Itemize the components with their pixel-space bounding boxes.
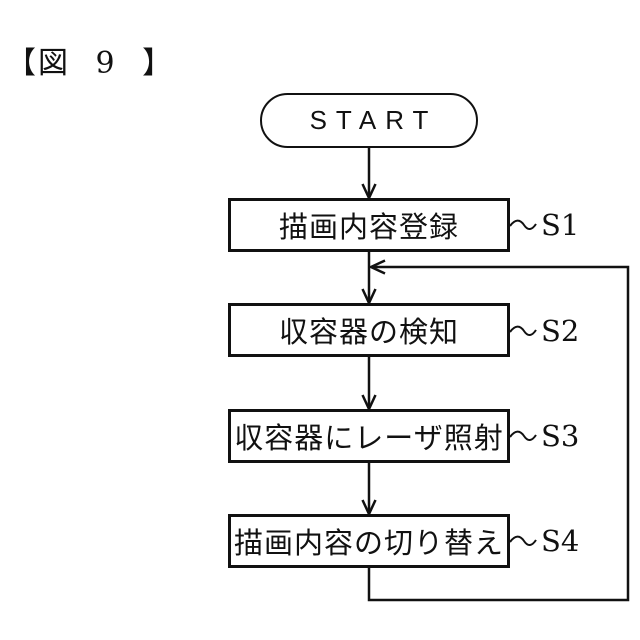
tilde-connector-icon xyxy=(509,325,537,336)
tilde-connector-icon xyxy=(509,535,537,546)
step-id-s3: S3 xyxy=(541,418,580,453)
step-label-s1: S1 xyxy=(509,209,579,241)
step-text-s1: 描画内容登録 xyxy=(278,212,459,244)
tilde-connector-icon xyxy=(509,219,537,230)
arrowhead-s2-to-s3 xyxy=(361,394,377,412)
step-text-s3: 収容器にレーザ照射 xyxy=(234,423,504,455)
step-box-s4: 描画内容の切り替え xyxy=(228,514,510,568)
step-label-s3: S3 xyxy=(509,420,579,452)
step-box-s1: 描画内容登録 xyxy=(228,198,510,252)
step-id-s4: S4 xyxy=(541,523,580,558)
step-text-s2: 収容器の検知 xyxy=(278,317,459,349)
step-label-s2: S2 xyxy=(509,315,579,347)
arrowhead-start-to-s1 xyxy=(361,183,377,201)
arrowhead-s3-to-s4 xyxy=(361,499,377,517)
start-label: START xyxy=(309,105,438,135)
step-text-s4: 描画内容の切り替え xyxy=(233,528,504,560)
step-box-s3: 収容器にレーザ照射 xyxy=(228,409,510,463)
figure-title: 【図 9 】 xyxy=(6,46,175,81)
step-id-s2: S2 xyxy=(541,313,580,348)
step-box-s2: 収容器の検知 xyxy=(228,303,510,357)
arrowhead-s1-to-s2 xyxy=(361,288,377,306)
tilde-connector-icon xyxy=(509,430,537,441)
step-label-s4: S4 xyxy=(509,525,579,557)
start-terminator: START xyxy=(260,93,478,148)
arrowhead-loop-junction xyxy=(368,259,386,275)
step-id-s1: S1 xyxy=(541,207,580,242)
